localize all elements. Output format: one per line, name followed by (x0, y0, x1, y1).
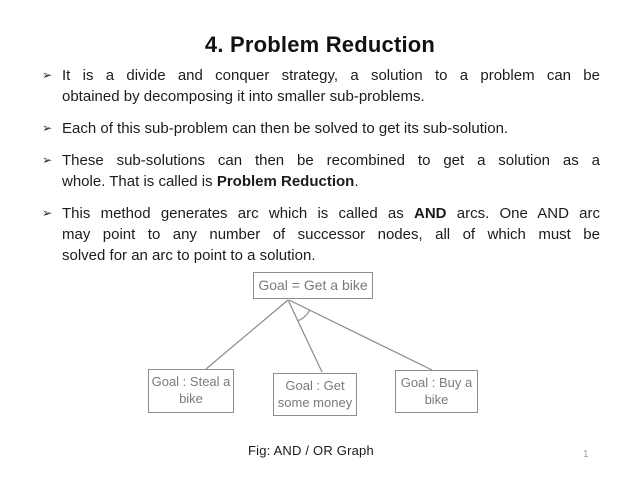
graph-node-get-money: Goal : Get some money (273, 373, 357, 416)
slide-title: 4. Problem Reduction (204, 32, 436, 57)
bullet-text: It is a divide and conquer strategy, a s… (62, 65, 600, 107)
bullet-line: may point to any number of successor nod… (62, 226, 600, 243)
edge-to-steal-bike (205, 299, 289, 370)
graph-node-steal-bike: Goal : Steal a bike (148, 369, 234, 413)
arrowhead-bullet-icon: ➢ (42, 121, 53, 135)
bullet-line: whole. That is called is Problem Reducti… (62, 173, 359, 190)
page-number: 1 (583, 449, 589, 460)
bullet-text: These sub-solutions can then be recombin… (62, 150, 600, 192)
edge-to-buy-bike (288, 299, 433, 371)
bullet-line: It is a divide and conquer strategy, a s… (62, 67, 600, 84)
and-arc (297, 309, 311, 322)
arrowhead-bullet-icon: ➢ (42, 206, 53, 220)
arrowhead-bullet-icon: ➢ (42, 153, 53, 167)
bullet-item-2: ➢ Each of this sub-problem can then be s… (42, 118, 600, 139)
bullet-line: These sub-solutions can then be recombin… (62, 152, 600, 169)
arrowhead-bullet-icon: ➢ (42, 68, 53, 82)
bullet-line: solved for an arc to point to a solution… (62, 247, 316, 264)
bullet-line: obtained by decomposing it into smaller … (62, 88, 425, 105)
bullet-item-3: ➢ These sub-solutions can then be recomb… (42, 150, 600, 192)
figure-caption: Fig: AND / OR Graph (248, 443, 374, 458)
graph-node-buy-bike: Goal : Buy a bike (395, 370, 478, 413)
bullet-list: ➢ It is a divide and conquer strategy, a… (0, 58, 640, 266)
bullet-item-4: ➢ This method generates arc which is cal… (42, 203, 600, 266)
edge-to-get-money (287, 299, 323, 373)
bullet-item-1: ➢ It is a divide and conquer strategy, a… (42, 65, 600, 107)
bullet-text: This method generates arc which is calle… (62, 203, 600, 266)
bullet-line: Each of this sub-problem can then be sol… (62, 120, 509, 137)
bullet-text: Each of this sub-problem can then be sol… (62, 118, 600, 139)
bullet-line: This method generates arc which is calle… (62, 205, 600, 222)
graph-node-root: Goal = Get a bike (253, 272, 373, 299)
